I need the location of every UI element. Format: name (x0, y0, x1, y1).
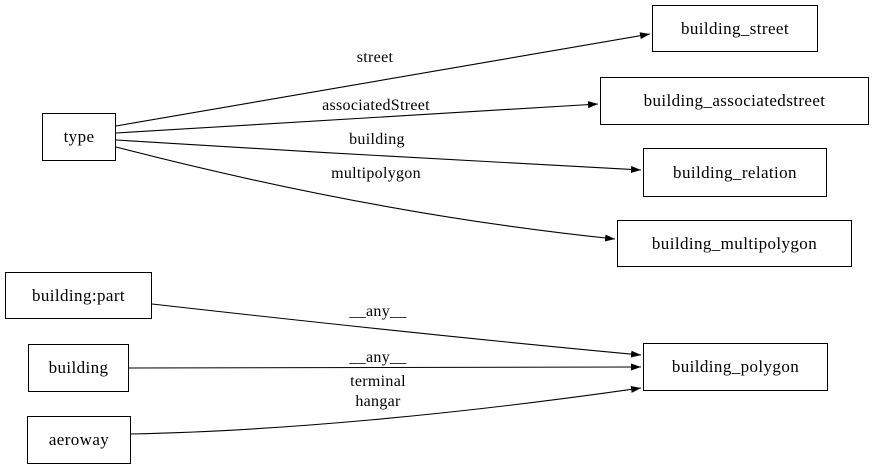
edge-type-building_street (115, 32, 651, 127)
edge-type-building_multipolygon (115, 146, 616, 242)
node-building-part: building:part (5, 272, 152, 319)
edge-building-building_polygon (128, 363, 642, 371)
edge-type-building_associatedstreet (115, 101, 599, 134)
node-building: building (28, 344, 129, 392)
edge-label-any-2: __any__ (349, 349, 407, 366)
edge-label-hangar: hangar (355, 393, 401, 410)
node-building-multipolygon: building_multipolygon (617, 220, 852, 267)
node-building-street: building_street (652, 5, 818, 52)
node-building-associatedstreet: building_associatedstreet (600, 77, 869, 125)
edge-label-multipolygon: multipolygon (331, 165, 421, 182)
edge-label-terminal: terminal (350, 373, 406, 390)
edge-label-street: street (356, 49, 394, 66)
edge-building_part-building_polygon (151, 303, 642, 358)
node-type: type (42, 113, 116, 161)
edge-label-associatedstreet: associatedStreet (322, 97, 430, 114)
edge-type-building_relation (115, 139, 642, 173)
node-building-relation: building_relation (643, 148, 827, 197)
edge-label-building: building (349, 131, 405, 148)
edge-label-any-1: __any__ (349, 303, 407, 320)
node-aeroway: aeroway (27, 416, 131, 464)
edge-aeroway-building_polygon (130, 385, 642, 435)
node-building-polygon: building_polygon (643, 343, 828, 391)
